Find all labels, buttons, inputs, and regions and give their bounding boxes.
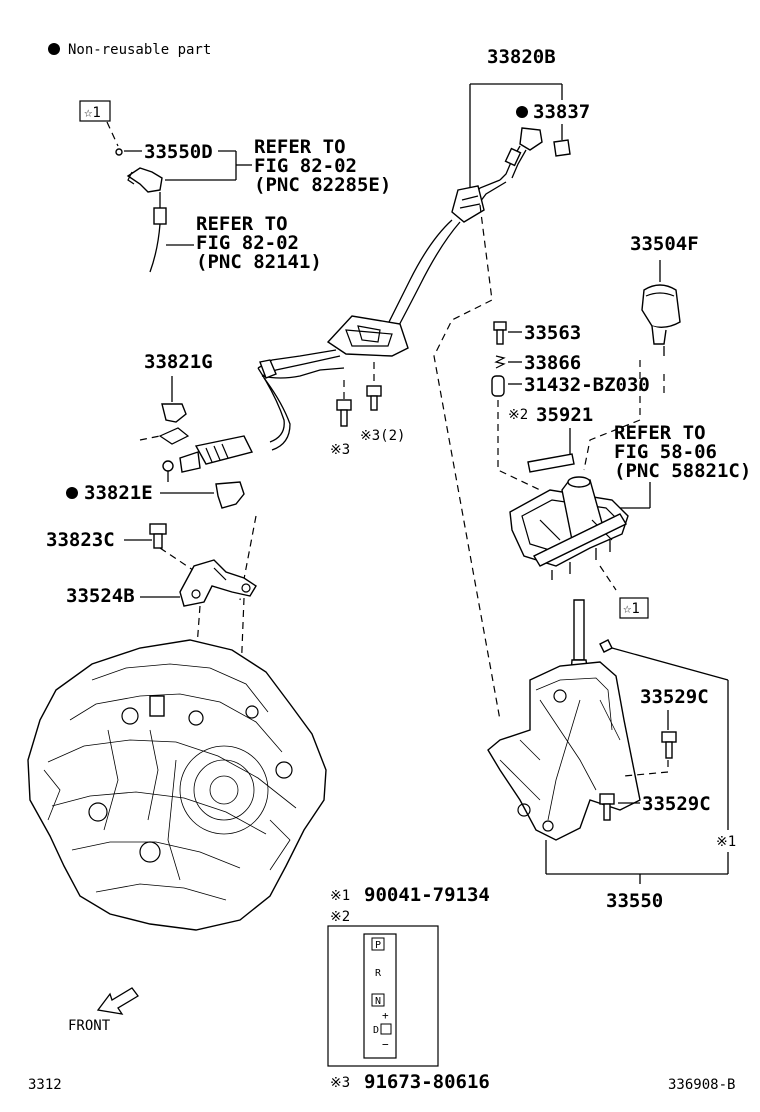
clip-33837: [553, 139, 571, 157]
footnote-1-code: 90041-79134: [364, 884, 490, 906]
bolt-33529C-upper: [661, 731, 677, 759]
front-label: FRONT: [68, 1018, 111, 1034]
leader-line: [611, 647, 729, 681]
pin-33563: [493, 321, 507, 345]
note-x2: ※2: [508, 407, 528, 423]
bracket-33524B: [179, 559, 257, 607]
front-arrow-icon: [96, 987, 139, 1015]
refer-2-line2: FIG 82-02: [196, 232, 299, 254]
leader-dashed: [433, 204, 501, 721]
part-31432-BZ030: 31432-BZ030: [524, 374, 650, 396]
part-33524B: 33524B: [66, 585, 135, 607]
part-33550D: 33550D: [144, 141, 213, 163]
footnote-1-mark: ※1: [330, 888, 350, 904]
leader-dashed: [159, 547, 197, 573]
part-33504F: 33504F: [630, 233, 699, 255]
bolt-33529C-lower: [599, 793, 615, 821]
non-reusable-dot-icon: [66, 487, 78, 499]
shift-knob-33504F: [641, 284, 681, 345]
leader-dashed: [583, 360, 641, 471]
part-33821E: 33821E: [84, 482, 153, 504]
refer-1-line1: REFER TO: [254, 136, 346, 158]
indicator-minus: −: [382, 1038, 389, 1051]
leader-dashed: [623, 760, 669, 777]
indicator-plate: [363, 933, 397, 1059]
refer-1-line3: (PNC 82285E): [254, 174, 391, 196]
note-x3-2: ※3(2): [360, 428, 405, 444]
part-33821G: 33821G: [144, 351, 213, 373]
indicator-r: R: [375, 968, 382, 979]
non-reusable-dot-icon: [516, 106, 528, 118]
indicator-housing: [509, 476, 629, 580]
star-ref-box: [79, 100, 111, 122]
leader-dashed: [139, 435, 161, 441]
indicator-plus: +: [382, 1009, 389, 1022]
shift-lever-33550: [487, 599, 641, 841]
washer-33821G: [158, 427, 190, 445]
bolt-33823C: [149, 523, 167, 549]
page-number-left: 3312: [28, 1077, 62, 1093]
leader-dashed: [106, 121, 119, 147]
refer-3-line2: FIG 58-06: [614, 441, 717, 463]
part-33866: 33866: [524, 352, 581, 374]
refer-2-line3: (PNC 82141): [196, 251, 322, 273]
part-33550: 33550: [606, 890, 663, 912]
collar-31432: [491, 375, 505, 397]
star-ref-label: ☆1: [84, 105, 101, 121]
refer-2-line1: REFER TO: [196, 213, 288, 235]
note-x3: ※3: [330, 442, 350, 458]
leader-dashed: [497, 400, 541, 491]
legend-text: Non-reusable part: [68, 42, 211, 58]
part-33529C-lower: 33529C: [642, 793, 711, 815]
nut-33821G: [161, 403, 187, 423]
part-33837: 33837: [533, 101, 590, 123]
clip-33821E: [215, 481, 245, 509]
shift-cable-33820B: [162, 127, 543, 482]
refer-1-line2: FIG 82-02: [254, 155, 357, 177]
transmission-assembly: [27, 639, 327, 931]
note-x1: ※1: [716, 834, 736, 850]
indicator-p: P: [375, 940, 381, 951]
indicator-d: D: [373, 1025, 379, 1036]
part-33823C: 33823C: [46, 529, 115, 551]
leader-dashed: [195, 605, 201, 661]
part-33820B: 33820B: [487, 46, 556, 68]
leader-dashed: [239, 515, 257, 601]
connector-82141: [149, 192, 167, 273]
spring-33866: [494, 355, 506, 369]
bolt-x3: [336, 380, 352, 427]
part-33529C-upper: 33529C: [640, 686, 709, 708]
sensor-33550D: [115, 148, 163, 193]
part-35921: 35921: [536, 404, 593, 426]
footnote-2-mark: ※2: [330, 909, 350, 925]
footnote-3-code: 91673-80616: [364, 1071, 490, 1093]
leader-dashed: [599, 565, 617, 591]
footnote-3-mark: ※3: [330, 1075, 350, 1091]
indicator-n: N: [375, 996, 381, 1007]
star-ref-label-2: ☆1: [623, 601, 640, 617]
bolt-x3-2: [366, 362, 382, 411]
part-33563: 33563: [524, 322, 581, 344]
non-reusable-dot-icon: [48, 43, 60, 55]
refer-3-line3: (PNC 58821C): [614, 460, 751, 482]
plate-35921: [527, 453, 575, 473]
refer-3-line1: REFER TO: [614, 422, 706, 444]
page-number-right: 336908-B: [668, 1077, 735, 1093]
star-ref-box-2: [619, 597, 649, 619]
